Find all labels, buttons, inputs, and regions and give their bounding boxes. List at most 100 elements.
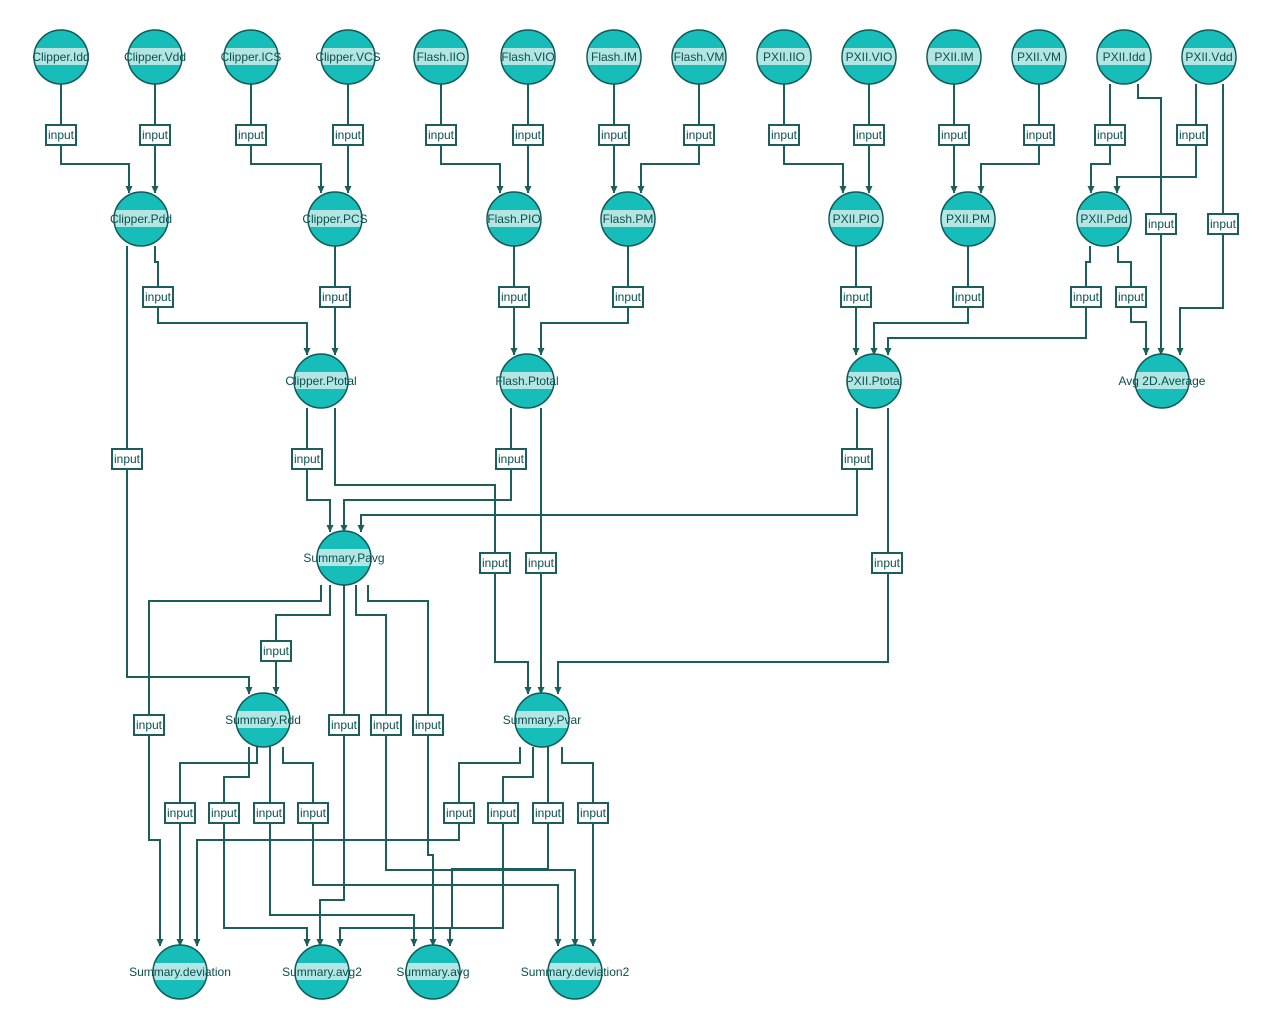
node-label-band [34, 48, 88, 65]
node-clipper-idd[interactable]: Clipper.Idd [32, 29, 90, 85]
node-label-band [224, 48, 278, 65]
node-label-band [295, 963, 349, 980]
node-summary-rdd[interactable]: Summary.Rdd [225, 692, 301, 748]
edge-label-flash_pm-to-flash_ptotal: input [612, 286, 644, 308]
edge-label-box [841, 448, 873, 470]
edge-label-flash_ptotal-to-summary_pvar: input [525, 552, 557, 574]
node-label: Flash.VIO [501, 50, 554, 64]
node-flash-vm[interactable]: Flash.VM [671, 29, 727, 85]
edge-label-text: input [1179, 128, 1206, 142]
node-clipper-ptotal[interactable]: Clipper.Ptotal [285, 353, 357, 409]
node-label-band [842, 48, 896, 65]
edge-label-summary_pvar-to-summary_avg2: input [532, 802, 564, 824]
edge-label-text: input [256, 806, 283, 820]
edge-label-box [512, 124, 544, 146]
node-pxii-iio[interactable]: PXII.IIO [756, 29, 812, 85]
edge-summary_pvar-to-summary_deviation [193, 747, 521, 947]
edge-label-text: input [1118, 290, 1145, 304]
edge-label-pxii_im-to-pxii_pm: input [938, 124, 970, 146]
edge-label-text: input [1073, 290, 1100, 304]
node-avg-2d[interactable]: Avg 2D.Average [1119, 353, 1206, 409]
node-label: Flash.VM [674, 50, 725, 64]
node-label-band [153, 963, 207, 980]
edge-label-summary_pavg-to-summary_avg2: input [328, 714, 360, 736]
edge-label-summary_pavg-to-summary_deviation: input [133, 714, 165, 736]
node-flash-ptotal[interactable]: Flash.Ptotal [495, 353, 559, 409]
edge-label-text: input [446, 806, 473, 820]
edge-label-flash_ptotal-to-summary_pavg: input [495, 448, 527, 470]
edge-label-summary_rdd-to-summary_avg: input [253, 802, 285, 824]
node-pxii-idd[interactable]: PXII.Idd [1096, 29, 1152, 85]
node-pxii-ptotal[interactable]: PXII.Ptotal [846, 353, 903, 409]
edge-label-text: input [145, 290, 172, 304]
node-pxii-im[interactable]: PXII.IM [926, 29, 982, 85]
edge-label-box [479, 552, 511, 574]
node-summary-pavg[interactable]: Summary.Pavg [303, 530, 385, 586]
node-summary-avg[interactable]: Summary.avg [396, 944, 470, 1000]
edge-label-box [142, 286, 174, 308]
node-flash-pm[interactable]: Flash.PM [600, 191, 656, 247]
node-clipper-ics[interactable]: Clipper.ICS [221, 29, 282, 85]
node-label-band [829, 210, 883, 227]
edge-summary_rdd-to-summary_deviation [176, 747, 258, 947]
node-clipper-vcs[interactable]: Clipper.VCS [315, 29, 381, 85]
edge-label-pxii_pdd-to-avg_2d: input [1115, 286, 1147, 308]
edge-label-text: input [1148, 217, 1175, 231]
edge-label-box [260, 640, 292, 662]
node-clipper-pcs[interactable]: Clipper.PCS [302, 191, 368, 247]
node-pxii-pio[interactable]: PXII.PIO [828, 191, 884, 247]
node-summary-pvar[interactable]: Summary.Pvar [503, 692, 581, 748]
node-flash-vio[interactable]: Flash.VIO [500, 29, 556, 85]
edge-label-box [768, 124, 800, 146]
edge-label-flash_im-to-flash_pm: input [598, 124, 630, 146]
node-label: Summary.deviation [129, 965, 231, 979]
node-summary-deviation2[interactable]: Summary.deviation2 [521, 944, 630, 1000]
node-flash-im[interactable]: Flash.IM [586, 29, 642, 85]
node-label-band [487, 210, 541, 227]
node-pxii-vdd[interactable]: PXII.Vdd [1181, 29, 1237, 85]
node-summary-avg2[interactable]: Summary.avg2 [282, 944, 362, 1000]
node-label: PXII.IIO [763, 50, 805, 64]
edge-label-text: input [501, 290, 528, 304]
edge-label-box [577, 802, 609, 824]
node-label-band [941, 210, 995, 227]
edge-labels-layer: input input input input input input input input… [45, 124, 1239, 824]
edge-label-box [297, 802, 329, 824]
node-label-band [1012, 48, 1066, 65]
edge-label-clipper_vcs-to-clipper_pcs: input [332, 124, 364, 146]
edge-label-flash_pio-to-flash_ptotal: input [498, 286, 530, 308]
edge-label-text: input [843, 290, 870, 304]
edge-label-text: input [136, 718, 163, 732]
edge-label-clipper_pdd-to-clipper_ptotal: input [142, 286, 174, 308]
edge-label-text: input [535, 806, 562, 820]
node-pxii-pdd[interactable]: PXII.Pdd [1076, 191, 1132, 247]
edge-label-text: input [211, 806, 238, 820]
node-pxii-vio[interactable]: PXII.VIO [841, 29, 897, 85]
edge-label-box [370, 714, 402, 736]
node-label: Clipper.Idd [32, 50, 89, 64]
node-label-band [1097, 48, 1151, 65]
edge-pxii_vdd-to-avg_2d [1176, 84, 1224, 356]
edge-label-box [532, 802, 564, 824]
node-flash-iio[interactable]: Flash.IIO [413, 29, 469, 85]
edge-label-clipper_pdd-to-summary_rdd: input [111, 448, 143, 470]
node-label: Avg 2D.Average [1119, 374, 1206, 388]
node-label-band [236, 711, 290, 728]
node-label: Flash.IIO [417, 50, 466, 64]
edge-label-pxii_vm-to-pxii_pm: input [1023, 124, 1055, 146]
node-summary-deviation[interactable]: Summary.deviation [129, 944, 231, 1000]
node-pxii-vm[interactable]: PXII.VM [1011, 29, 1067, 85]
node-pxii-pm[interactable]: PXII.PM [940, 191, 996, 247]
edge-label-clipper_ptotal-to-summary_pvar: input [479, 552, 511, 574]
node-flash-pio[interactable]: Flash.PIO [486, 191, 542, 247]
node-label-band [406, 963, 460, 980]
edge-label-box [1145, 213, 1177, 235]
edge-label-pxii_idd-to-avg_2d: input [1145, 213, 1177, 235]
node-label: Summary.avg2 [282, 965, 362, 979]
node-clipper-pdd[interactable]: Clipper.Pdd [110, 191, 172, 247]
node-label: PXII.IM [934, 50, 973, 64]
node-clipper-vdd[interactable]: Clipper.Vdd [124, 29, 186, 85]
node-label: PXII.PIO [833, 212, 880, 226]
edge-label-pxii_ptotal-to-summary_pavg: input [841, 448, 873, 470]
edge-label-pxii_vio-to-pxii_pio: input [853, 124, 885, 146]
